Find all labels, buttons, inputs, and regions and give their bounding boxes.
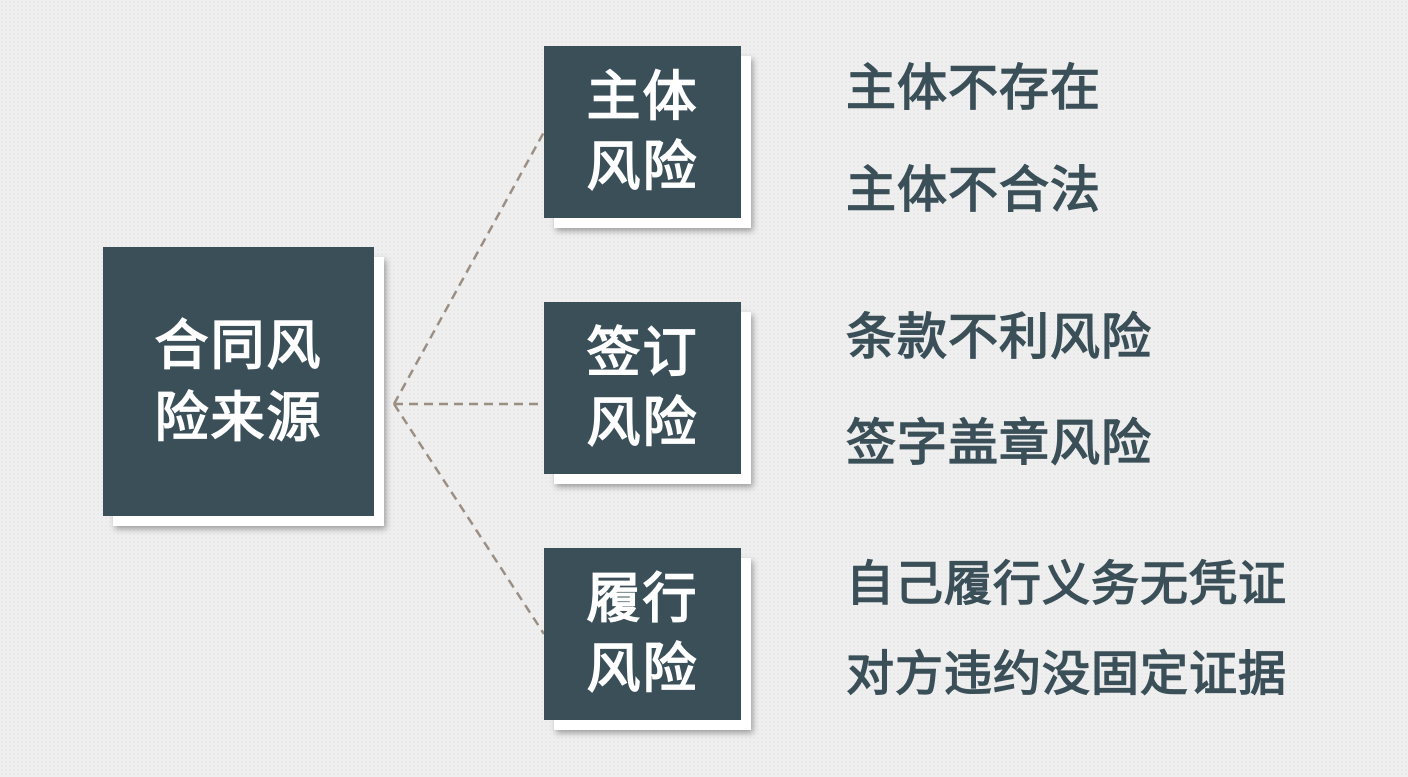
leaf-item: 主体不合法 [846, 161, 1101, 219]
branch-node-label: 主体 风险 [586, 65, 699, 198]
branch-node-label: 签订 风险 [586, 321, 699, 454]
branch-node-performance-risk: 履行 风险 [544, 548, 741, 720]
leaf-item: 签字盖章风险 [846, 414, 1152, 472]
connector-line-subject [392, 131, 546, 405]
leaf-item: 对方违约没固定证据 [846, 646, 1288, 702]
branch-node-subject-risk: 主体 风险 [544, 46, 741, 218]
branch-node-signing-risk: 签订 风险 [544, 302, 741, 474]
connector-line-performance [392, 403, 546, 635]
leaf-item: 主体不存在 [846, 59, 1101, 117]
leaf-item: 自己履行义务无凭证 [846, 556, 1288, 612]
root-node: 合同风 险来源 [103, 247, 374, 516]
branch-node-label: 履行 风险 [586, 567, 699, 700]
leaf-item: 条款不利风险 [846, 308, 1152, 366]
root-node-label: 合同风 险来源 [154, 313, 323, 449]
